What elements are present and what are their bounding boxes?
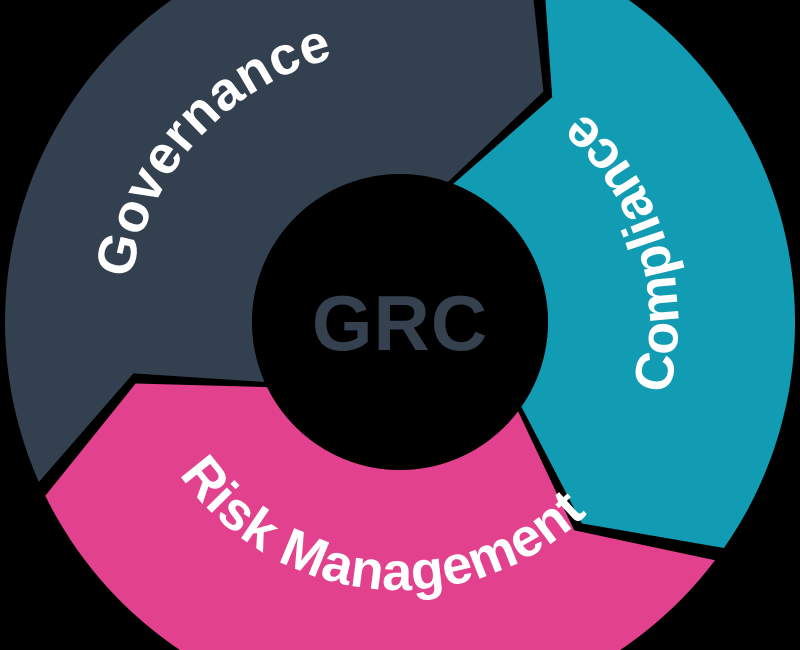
segment-compliance-shape[interactable] [453,0,795,548]
center-label: GRC [312,279,488,367]
center-hub [252,174,548,470]
segment-governance-shape[interactable] [5,0,544,483]
segment-risk-management[interactable] [45,383,716,650]
segment-risk-management-shape[interactable] [45,383,716,650]
segment-governance[interactable] [5,0,731,483]
segment-compliance[interactable] [453,0,795,548]
